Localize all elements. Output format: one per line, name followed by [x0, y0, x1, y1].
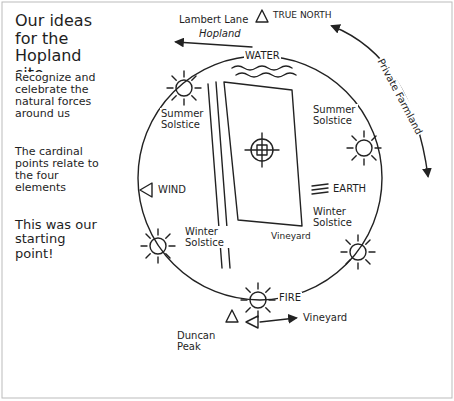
- sun-symbol: [341, 235, 375, 269]
- peak-triangle: [226, 310, 238, 322]
- note-text: The cardinal points relate to the four e…: [14, 146, 102, 194]
- map-label: Hopland: [198, 28, 242, 39]
- map-label: EARTH: [332, 183, 367, 194]
- water-waves: [232, 66, 292, 70]
- map-label: FIRE: [278, 292, 302, 303]
- site-circle: [138, 56, 382, 300]
- wind-triangle: [140, 183, 152, 197]
- map-label: WIND: [157, 184, 187, 195]
- map-label: Vineyard: [302, 312, 348, 323]
- map-label: Duncan Peak: [176, 330, 228, 352]
- map-label: TRUE NORTH: [272, 11, 333, 21]
- note-text: Recognize and celebrate the natural forc…: [14, 72, 102, 120]
- sun-symbol: [167, 71, 201, 105]
- vineyard-arrow: [260, 318, 296, 322]
- map-label: Private Farmland: [375, 55, 425, 136]
- map-label: Summer Solstice: [160, 108, 208, 130]
- sun-symbol: [347, 131, 381, 165]
- water-waves: [236, 73, 296, 77]
- map-label: WATER: [244, 50, 281, 61]
- map-label: Summer Solstice: [312, 104, 358, 126]
- center-mark: [245, 133, 279, 167]
- map-label: Winter Solstice: [184, 226, 230, 248]
- north-triangle: [256, 10, 268, 22]
- vineyard-triangle: [246, 316, 258, 328]
- sun-symbol: [141, 229, 175, 263]
- road-arrow: [176, 42, 252, 47]
- boundary-arrow: [332, 26, 428, 176]
- site-parcel: [224, 82, 302, 226]
- map-label: Winter Solstice: [312, 206, 356, 228]
- map-label: Vineyard: [270, 232, 312, 242]
- sun-symbol: [241, 283, 275, 317]
- map-label: Lambert Lane: [178, 14, 249, 25]
- frame: [2, 2, 452, 398]
- note-text: This was our starting point!: [14, 218, 98, 261]
- earth-mark: [312, 184, 328, 194]
